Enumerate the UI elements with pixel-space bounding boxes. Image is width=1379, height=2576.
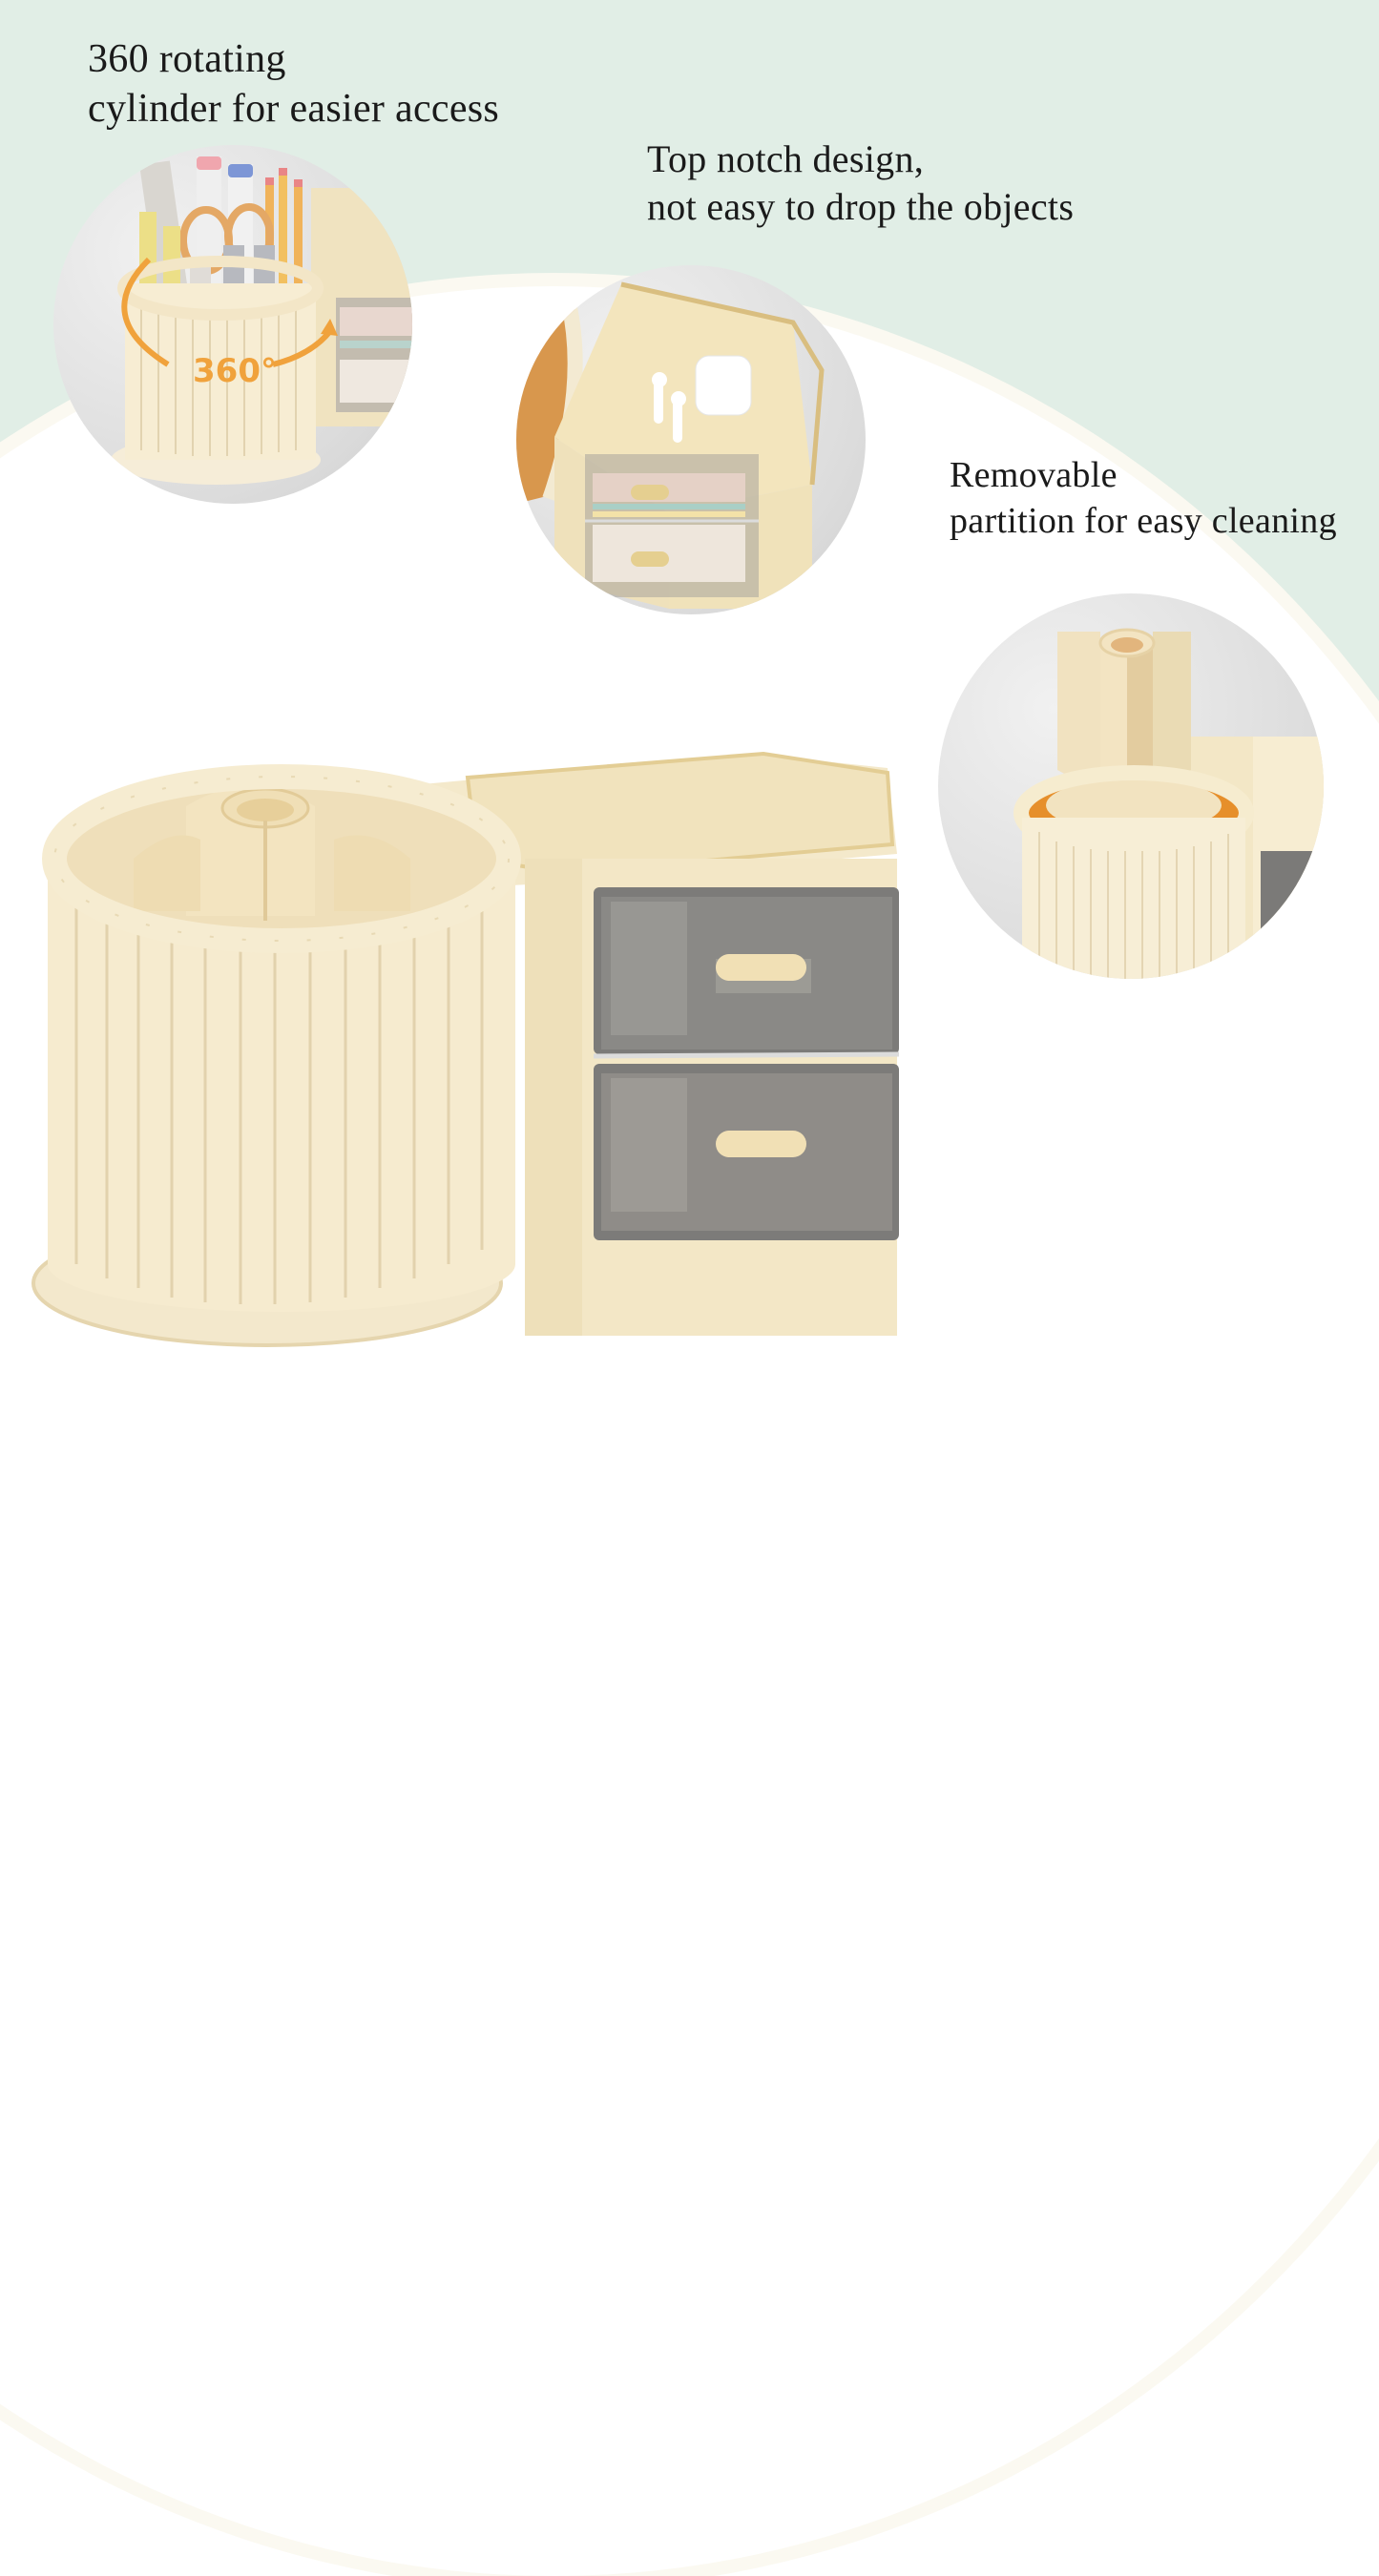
caption-notch-line1: Top notch design, [647,137,925,180]
rotating-cup-illustration: 360° [111,156,412,485]
caption-rotating-cylinder: 360 rotating cylinder for easier access [88,34,499,134]
rotation-360-badge: 360° [193,352,277,390]
top-notch-illustration [516,281,825,609]
caption-top-notch: Top notch design, not easy to drop the o… [647,135,1074,231]
caption-rotating-line2: cylinder for easier access [88,87,500,131]
partition-illustration [1013,628,1324,979]
caption-partition-line2: partition for easy cleaning [950,501,1337,541]
product-feature-graphic: 360 rotating cylinder for easier access … [0,0,1379,1379]
main-product-desk-organizer [29,749,935,1360]
detail-circle-rotating-cup: 360° [53,145,412,504]
detail-circle-top-notch [516,265,866,614]
caption-removable-partition: Removable partition for easy cleaning [950,452,1337,544]
caption-rotating-line1: 360 rotating [88,37,286,81]
detail-circle-removable-partition [938,593,1324,979]
caption-notch-line2: not easy to drop the objects [647,185,1075,228]
desk-organizer-illustration [31,751,900,1347]
caption-partition-line1: Removable [950,455,1118,495]
